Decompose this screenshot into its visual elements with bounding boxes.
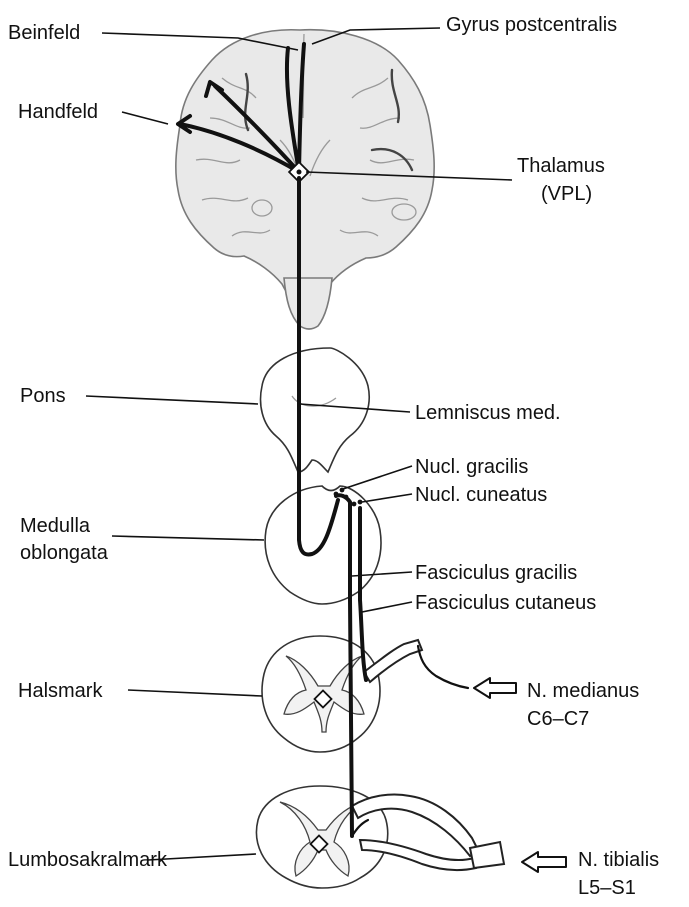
label-halsmark: Halsmark — [18, 680, 103, 702]
label-thalamus: Thalamus — [517, 155, 605, 177]
pons-leader — [86, 396, 258, 404]
label-lemniscus-med: Lemniscus med. — [415, 402, 561, 424]
label-oblongata: oblongata — [20, 542, 109, 564]
halsmark-leader — [128, 690, 262, 696]
label-pons: Pons — [20, 385, 66, 407]
label-medulla: Medulla — [20, 515, 91, 537]
label-nucl-cuneatus: Nucl. cuneatus — [415, 484, 547, 506]
nucl-cuneatus-leader — [362, 494, 412, 502]
label-nucl-gracilis: Nucl. gracilis — [415, 456, 528, 478]
nucl-cuneatus-dot-1 — [352, 502, 357, 507]
pons-section — [261, 348, 370, 472]
label-n-medianus-segments: C6–C7 — [527, 708, 589, 730]
label-beinfeld: Beinfeld — [8, 22, 80, 44]
brain-coronal-section — [176, 30, 434, 329]
label-n-tibialis: N. tibialis — [578, 849, 659, 871]
nucl-gracilis-leader — [340, 466, 412, 490]
brainstem-stub — [284, 278, 332, 329]
label-lumbosakralmark: Lumbosakralmark — [8, 849, 168, 871]
label-fasciculus-cutaneus: Fasciculus cutaneus — [415, 592, 596, 614]
fasciculus-cutaneus-leader — [362, 602, 412, 612]
n-medianus-arrow — [474, 678, 516, 698]
medulla-leader — [112, 536, 264, 540]
n-tibialis-arrow — [522, 852, 566, 872]
label-n-tibialis-segments: L5–S1 — [578, 877, 636, 899]
label-n-medianus: N. medianus — [527, 680, 639, 702]
handfeld-leader — [122, 112, 168, 124]
label-fasciculus-gracilis: Fasciculus gracilis — [415, 562, 577, 584]
label-handfeld: Handfeld — [18, 101, 98, 123]
label-thalamus-vpl: (VPL) — [541, 183, 592, 205]
lumbosakralmark-section — [256, 786, 504, 888]
thalamus-center-dot — [297, 170, 302, 175]
nucl-cuneatus-dot-2 — [358, 500, 363, 505]
pons-outline — [261, 348, 370, 472]
label-gyrus-postcentralis: Gyrus postcentralis — [446, 14, 617, 36]
n-medianus-fiber — [418, 646, 468, 688]
halsmark-section — [262, 636, 468, 752]
